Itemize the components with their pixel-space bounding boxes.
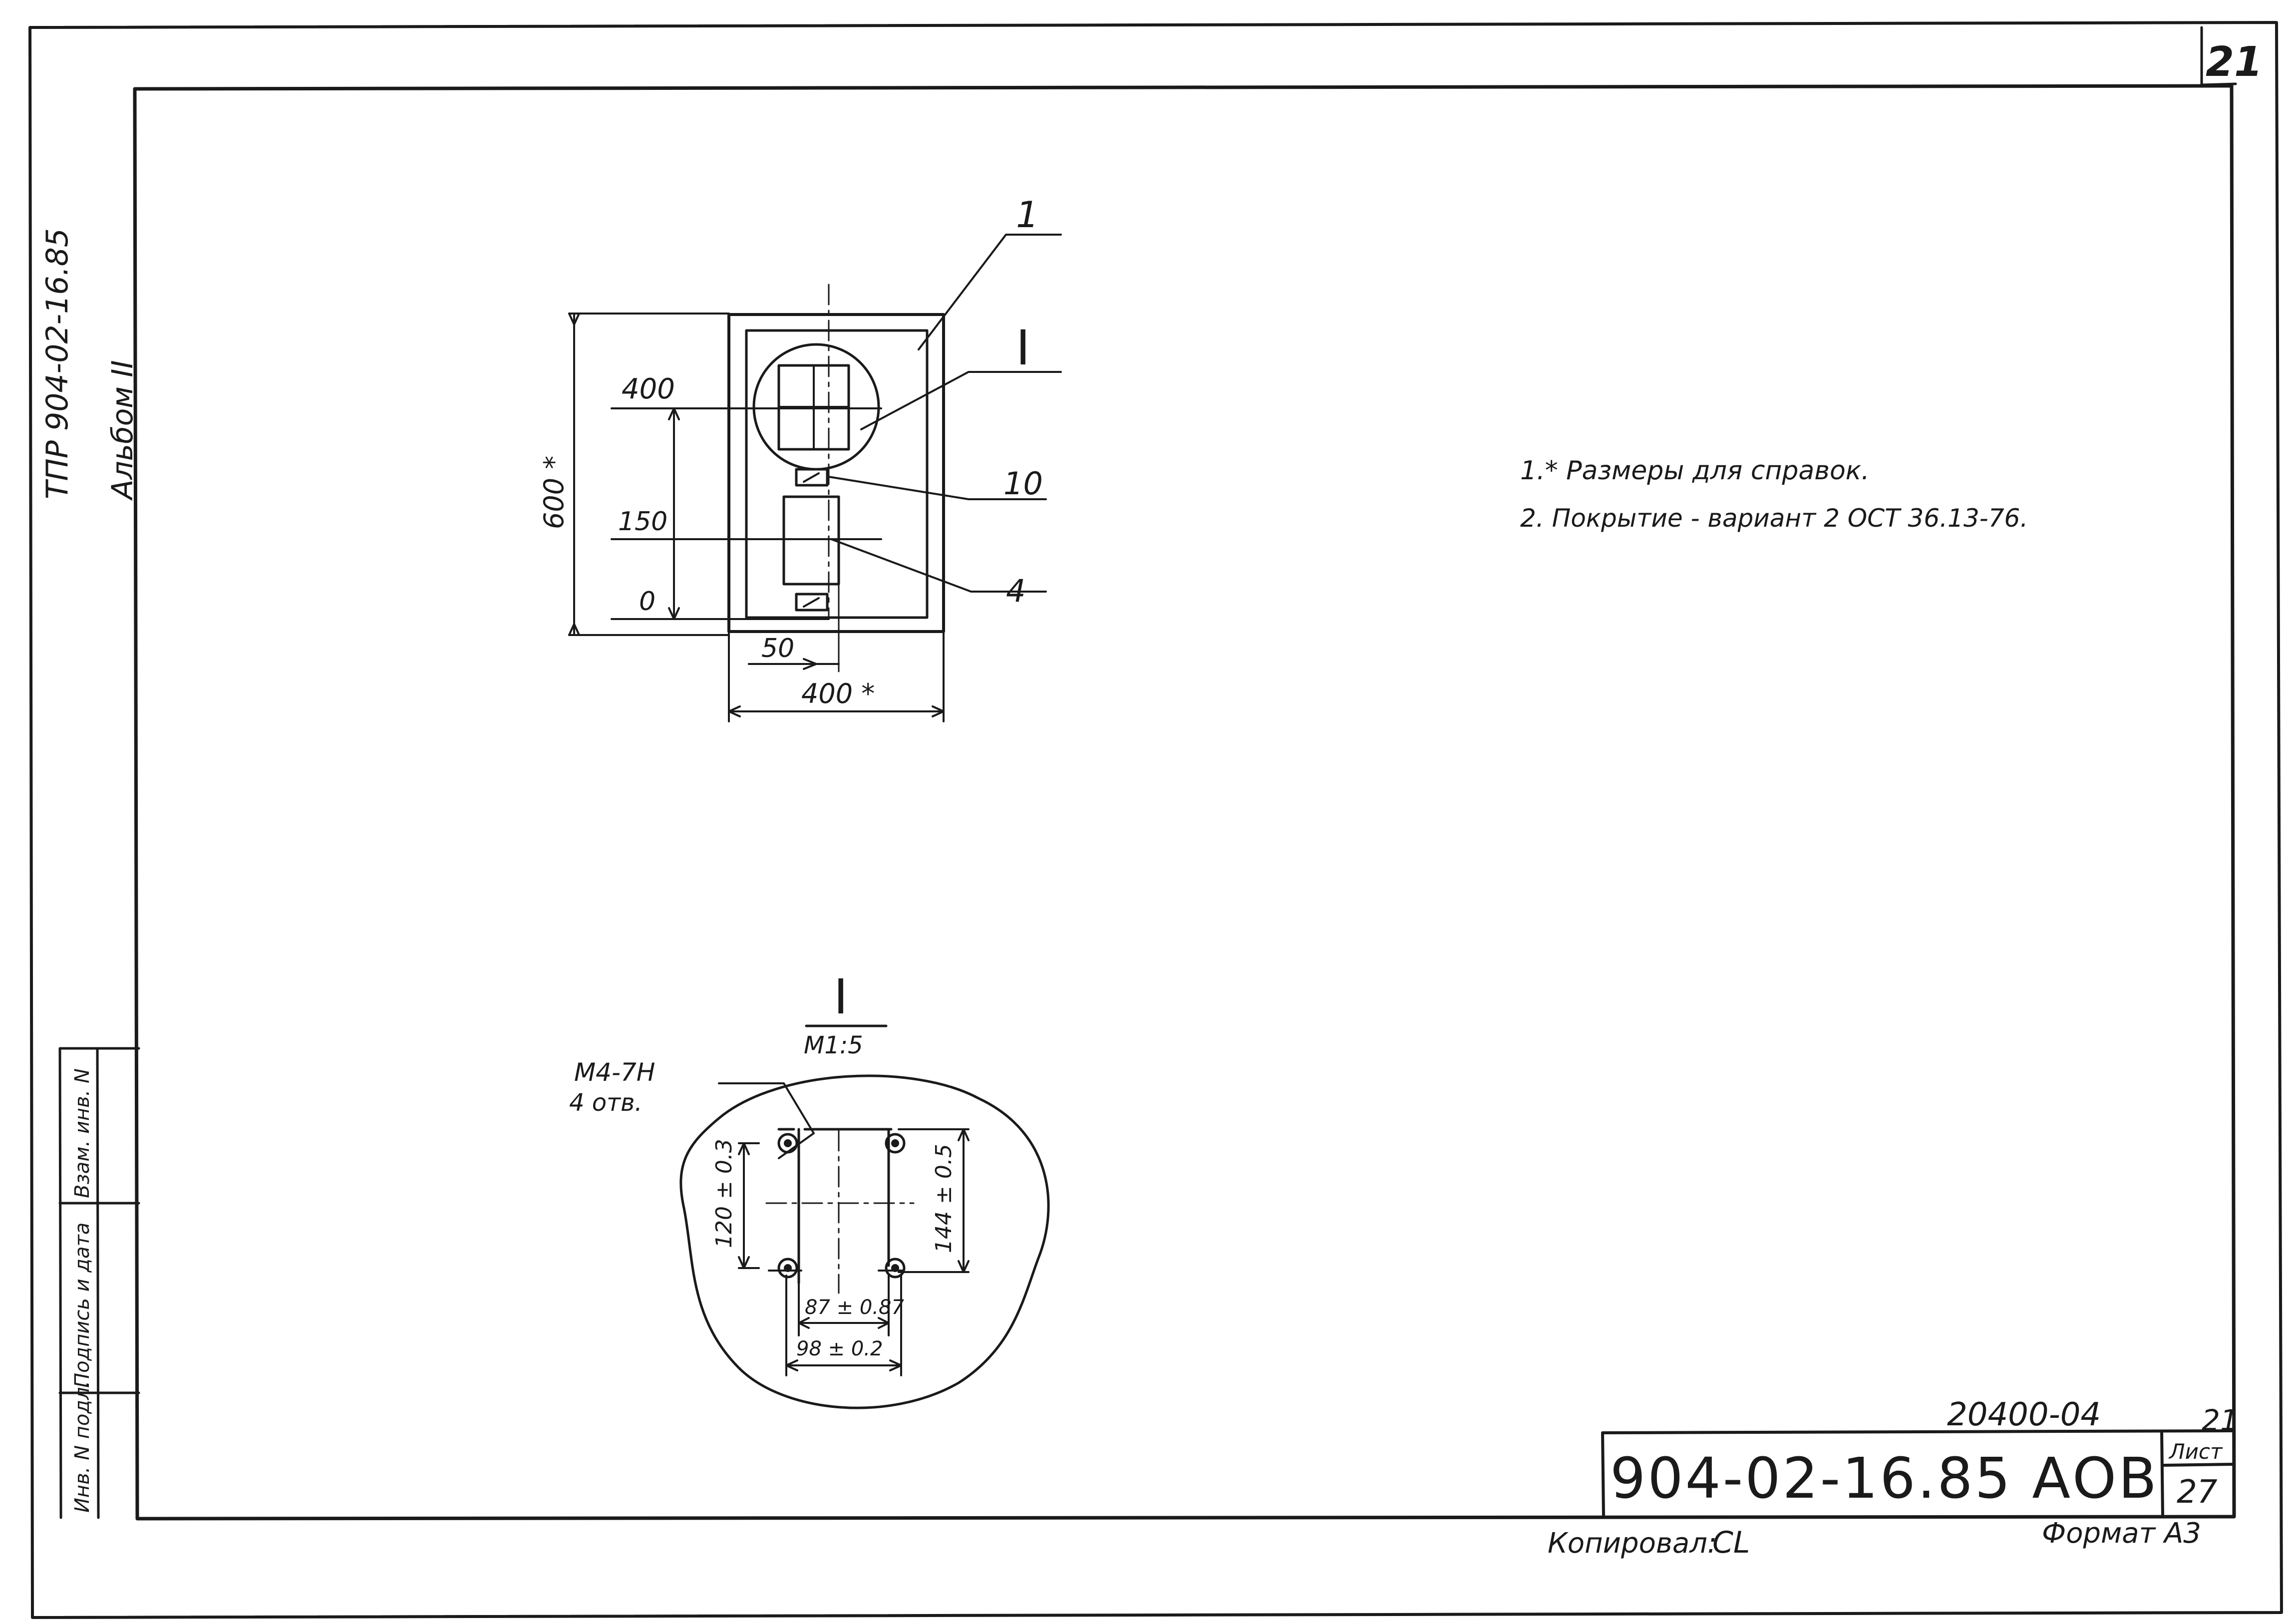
- side-table-replace: Взам. инв. N: [71, 1068, 94, 1198]
- detail-title: I: [834, 969, 848, 1025]
- front-view-leaders: [828, 234, 1062, 593]
- panel-inner: [745, 329, 929, 619]
- detail-holes: 4 отв.: [569, 1089, 643, 1117]
- callout-I: I: [1016, 320, 1030, 376]
- dim-0: 0: [639, 587, 656, 617]
- copied-by-label: Копировал:: [1548, 1527, 1717, 1560]
- break-outline: [679, 1074, 1050, 1409]
- dim-150: 150: [618, 507, 667, 537]
- format-label: Формат А3: [2042, 1517, 2201, 1550]
- dim-120: 120 ± 0.3: [711, 1139, 737, 1248]
- side-table-signature: Подпись и дата: [71, 1223, 94, 1388]
- front-view: [727, 284, 945, 672]
- label-plate-10: [795, 468, 829, 487]
- callout-4: 4: [1006, 573, 1025, 609]
- dim-height: 600 *: [538, 456, 570, 529]
- hole-bottom-right: [885, 1258, 906, 1279]
- mounting-holes: [777, 1133, 906, 1279]
- meter-window-bottom: [782, 495, 840, 586]
- dim-87: 87 ± 0.87: [805, 1296, 904, 1319]
- detail-thread: M4-7H: [574, 1058, 655, 1087]
- hole-top-left: [777, 1133, 798, 1154]
- hole-bottom-left: [777, 1258, 798, 1279]
- drawing-code: 904-02-16.85 АОВ: [1610, 1446, 2159, 1511]
- callout-10: 10: [1003, 465, 1043, 502]
- detail-scale: M1:5: [804, 1031, 863, 1059]
- copied-by-signature: CL: [1712, 1525, 1750, 1560]
- note-2: 2. Покрытие - вариант 2 ОСТ 36.13-76.: [1520, 504, 2028, 533]
- side-table-inventory: Инв. N подл.: [71, 1381, 94, 1513]
- callout-1: 1: [1016, 194, 1039, 236]
- note-1: 1.* Размеры для справок.: [1520, 456, 1870, 486]
- label-plate-bottom: [795, 593, 829, 612]
- dim-50: 50: [761, 634, 794, 663]
- side-stamp-line1: ТПР 904-02-16.85: [40, 228, 75, 499]
- sheet-frame: [28, 21, 2283, 1619]
- dim-98: 98 ± 0.2: [796, 1337, 883, 1360]
- side-stamp-line2: Альбом II: [105, 360, 139, 501]
- corner-sheet-number: 21: [2206, 38, 2263, 86]
- sheet-label: Лист: [2168, 1439, 2223, 1464]
- inventory-number: 20400-04: [1947, 1396, 2101, 1433]
- sheet-number: 27: [2177, 1474, 2218, 1511]
- panel-outer: [727, 313, 945, 633]
- front-view-dimensions: [568, 313, 945, 722]
- side-table: [58, 1047, 140, 1519]
- dim-400: 400: [622, 373, 675, 405]
- dim-width: 400 *: [801, 678, 875, 709]
- hole-top-right: [885, 1133, 906, 1154]
- dim-144: 144 ± 0.5: [931, 1144, 957, 1253]
- title-block: [1601, 1429, 2236, 1518]
